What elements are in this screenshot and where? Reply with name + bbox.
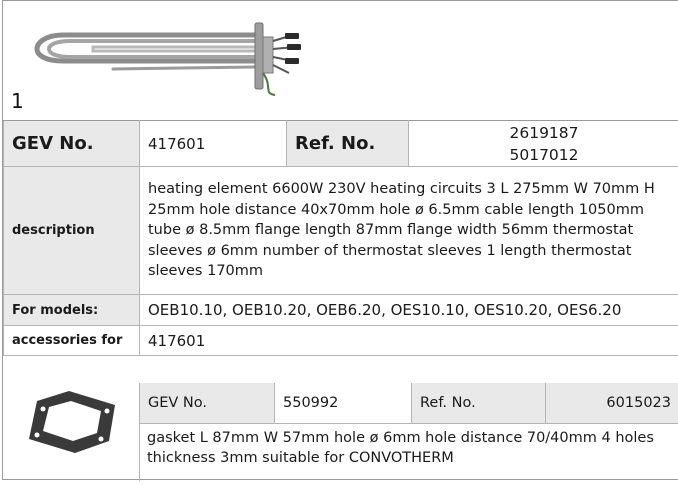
item-index-label: 1	[11, 89, 24, 113]
accessory-gev-label: GEV No.	[140, 383, 275, 423]
heating-element-image	[23, 17, 353, 97]
accessory-thumbnail	[3, 383, 140, 481]
table-row: GEV No. 417601 Ref. No. 2619187 5017012	[4, 121, 678, 167]
accessories-value: 417601	[140, 326, 678, 356]
spec-table: GEV No. 417601 Ref. No. 2619187 5017012 …	[3, 120, 678, 356]
description-label: description	[4, 167, 140, 295]
table-row: For models: OEB10.10, OEB10.20, OEB6.20,…	[4, 295, 678, 326]
accessory-section: GEV No. 550992 Ref. No. 6015023 gasket L…	[3, 383, 678, 481]
accessory-gev-value: 550992	[275, 383, 412, 423]
accessories-label: accessories for	[4, 326, 140, 356]
gev-label: GEV No.	[4, 121, 140, 167]
accessory-ref-value: 6015023	[546, 383, 678, 423]
table-row: description heating element 6600W 230V h…	[4, 167, 678, 295]
accessory-table: GEV No. 550992 Ref. No. 6015023	[139, 383, 678, 424]
description-text: heating element 6600W 230V heating circu…	[140, 167, 678, 295]
gasket-image	[3, 383, 139, 481]
models-value: OEB10.10, OEB10.20, OEB6.20, OES10.10, O…	[140, 295, 678, 326]
table-row: GEV No. 550992 Ref. No. 6015023	[140, 383, 678, 423]
accessory-ref-label: Ref. No.	[412, 383, 546, 423]
ref-values: 2619187 5017012	[409, 121, 678, 167]
ref-label: Ref. No.	[287, 121, 409, 167]
accessory-description: gasket L 87mm W 57mm hole ø 6mm hole dis…	[139, 423, 678, 481]
ref-value: 2619187	[417, 122, 671, 144]
ref-value: 5017012	[417, 144, 671, 166]
gev-value: 417601	[140, 121, 287, 167]
table-row: accessories for 417601	[4, 326, 678, 356]
product-image-area: 1	[3, 1, 678, 120]
models-label: For models:	[4, 295, 140, 326]
